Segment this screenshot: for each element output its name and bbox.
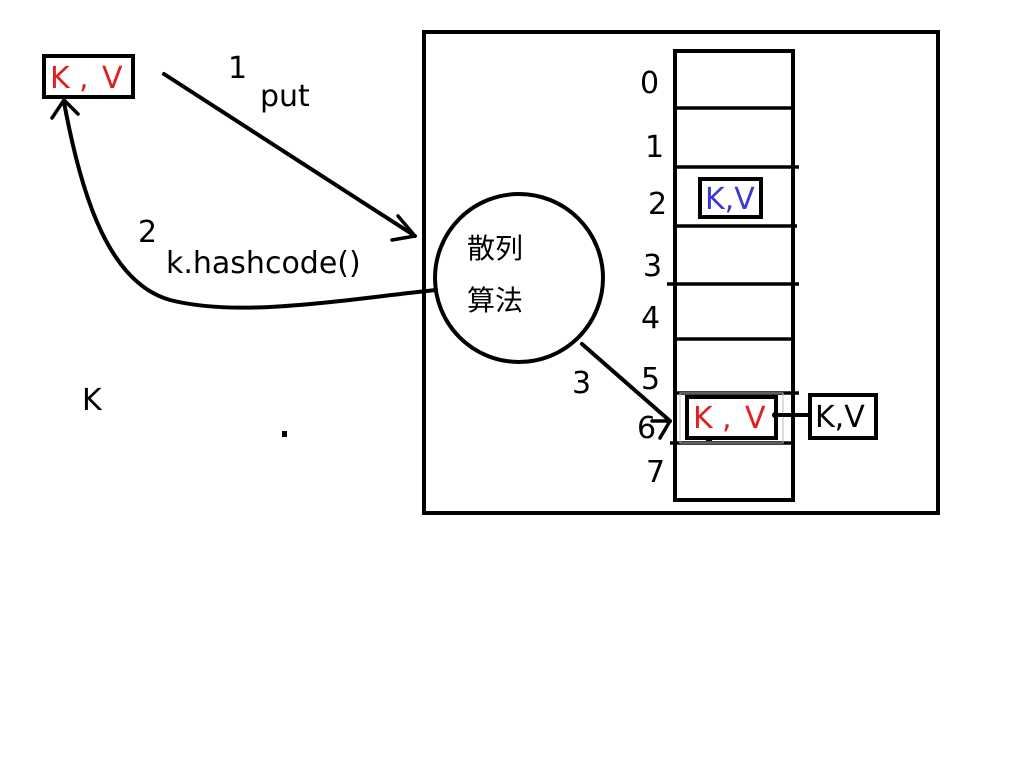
hashcode-arrow [50,98,438,310]
bucket-6-entry-value: V [745,401,766,436]
bucket-index-1: 1 [645,130,664,165]
bucket-index-0: 0 [640,66,659,101]
bucket-index-3: 3 [643,249,662,284]
bucket-6-entry-sep: , [722,401,732,436]
hash-function-circle: 散列 算法 [433,192,605,364]
bucket-index-2: 2 [648,187,667,222]
step-1-label: put [260,79,310,114]
bucket-2-entry: K,V [698,177,763,219]
input-entry-sep: , [79,61,89,96]
input-entry-key: K [50,61,71,96]
hash-function-line1: 散列 [467,232,523,265]
bucket-index-5: 5 [641,362,660,397]
bucket-2-entry-text: K,V [705,182,755,217]
bucket-index-7: 7 [646,455,665,490]
bucket-index-4: 4 [641,301,660,336]
bucket-6-entry: K , V [679,392,784,444]
chained-entry-text: K,V [815,400,865,435]
bucket-6-entry-key: K [693,401,714,436]
hashmap-container [422,30,940,515]
step-3-number: 3 [572,366,591,401]
index-arrow [580,342,672,440]
input-entry-box: K , V [42,54,135,99]
bucket-index-6: 6 [637,411,656,446]
step-2-label: k.hashcode() [166,246,361,281]
input-entry-value: V [102,61,123,96]
hash-function-line2: 算法 [467,284,523,317]
chained-entry: K,V [808,393,878,440]
step-1-number: 1 [228,51,247,86]
stray-k-label: K [82,383,103,418]
put-arrow [162,72,417,242]
chain-link [772,412,810,418]
stray-dot [282,431,287,437]
step-2-number: 2 [138,215,157,250]
